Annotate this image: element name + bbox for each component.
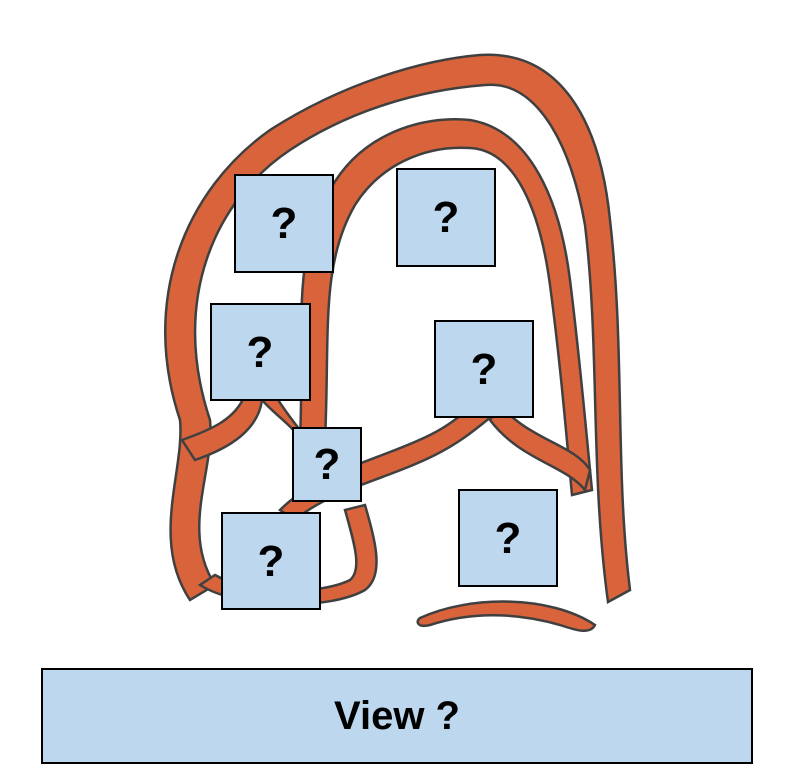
unknown-box-label: ? (258, 537, 285, 586)
unknown-box-label: ? (247, 328, 274, 377)
unknown-box-label: ? (271, 199, 298, 248)
unknown-box-1[interactable]: ? (234, 174, 334, 273)
unknown-box-5[interactable]: ? (292, 427, 362, 502)
vessel-diagram: ? ? ? ? ? ? ? (164, 53, 632, 632)
unknown-box-label: ? (433, 193, 460, 242)
unknown-box-label: ? (495, 514, 522, 563)
bottom-crescent-vessel (416, 600, 597, 632)
unknown-box-7[interactable]: ? (458, 489, 558, 587)
inner-arch-vessel (298, 118, 594, 497)
unknown-box-6[interactable]: ? (221, 512, 321, 610)
unknown-box-2[interactable]: ? (396, 168, 496, 267)
unknown-box-4[interactable]: ? (434, 320, 534, 418)
right-branch-vessel (488, 402, 592, 493)
view-button-label: View ? (334, 693, 460, 738)
unknown-box-label: ? (471, 345, 498, 394)
unknown-box-3[interactable]: ? (210, 303, 311, 401)
view-button[interactable]: View ? (41, 668, 753, 764)
unknown-box-label: ? (314, 440, 341, 489)
